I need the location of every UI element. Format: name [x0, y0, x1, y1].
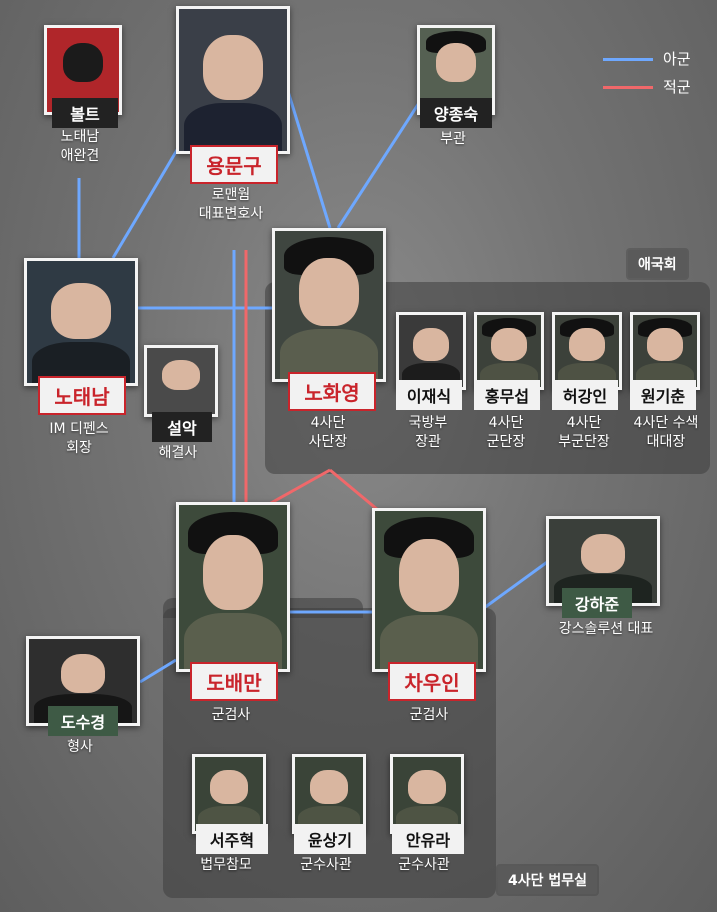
- photo-yunsanggi: [292, 754, 366, 834]
- patriots-group-label: 애국회: [628, 250, 687, 278]
- role-bolt: 노태남 애완견: [60, 129, 100, 164]
- name-yang: 양종숙: [420, 98, 492, 128]
- name-dobaeman: 도배만: [190, 662, 278, 701]
- legal-group-label: 4사단 법무실: [498, 866, 598, 894]
- name-ijaesik: 이재식: [396, 380, 462, 410]
- role-yunsanggi: 군수사관: [300, 857, 352, 873]
- photo-seojuhyeok: [192, 754, 266, 834]
- line-yong-notaenam: [111, 144, 182, 259]
- role-dobaeman: 군검사: [211, 707, 251, 723]
- legend-enemy-line: [603, 86, 653, 89]
- photo-wongichun: [630, 312, 700, 390]
- photo-nohwayoung: [272, 228, 386, 382]
- name-chawooin: 차우인: [388, 662, 476, 701]
- role-kanghajun: 강스솔루션 대표: [558, 621, 654, 637]
- line-nohwayoung-dobaeman: [261, 468, 331, 510]
- name-yunsanggi: 윤상기: [294, 824, 366, 854]
- role-anyura: 군수사관: [398, 857, 450, 873]
- role-ijaesik: 국방부 장관: [408, 415, 448, 450]
- photo-notaenam: [24, 258, 138, 386]
- role-wongichun: 4사단 수색 대대장: [633, 415, 699, 450]
- photo-seolak: [144, 345, 218, 417]
- name-hongmuseop: 홍무섭: [474, 380, 540, 410]
- photo-dobaeman: [176, 502, 290, 672]
- name-notaenam: 노태남: [38, 376, 126, 415]
- role-seojuhyeok: 법무참모: [200, 857, 252, 873]
- name-heogangin: 허강인: [552, 380, 618, 410]
- photo-hongmuseop: [474, 312, 544, 390]
- role-chawooin: 군검사: [409, 707, 449, 723]
- role-yang: 부관: [440, 131, 466, 147]
- name-nohwayoung: 노화영: [288, 372, 376, 411]
- photo-chawooin: [372, 508, 486, 672]
- role-dosugyeong: 형사: [67, 739, 93, 755]
- name-bolt: 볼트: [52, 98, 118, 128]
- role-seolak: 해결사: [158, 445, 198, 461]
- legend-enemy-label: 적군: [663, 78, 691, 96]
- role-notaenam: IM 디펜스 회장: [49, 421, 109, 456]
- photo-ijaesik: [396, 312, 466, 390]
- name-wongichun: 원기춘: [630, 380, 696, 410]
- photo-heogangin: [552, 312, 622, 390]
- line-yang-nohwayoung: [336, 85, 432, 229]
- role-yong: 로맨웜 대표변호사: [198, 187, 264, 222]
- role-nohwayoung: 4사단 사단장: [308, 415, 348, 450]
- name-dosugyeong: 도수경: [48, 706, 118, 736]
- line-yong-nohwayoung: [285, 87, 332, 229]
- name-yong: 용문구: [190, 145, 278, 184]
- name-kanghajun: 강하준: [562, 588, 632, 618]
- name-seojuhyeok: 서주혁: [196, 824, 268, 854]
- name-anyura: 안유라: [392, 824, 464, 854]
- role-heogangin: 4사단 부군단장: [558, 415, 610, 450]
- role-hongmuseop: 4사단 군단장: [486, 415, 526, 450]
- photo-anyura: [390, 754, 464, 834]
- legend-ally-label: 아군: [663, 50, 691, 68]
- legend-ally-line: [603, 58, 653, 61]
- line-chawooin-kanghajun: [483, 558, 551, 610]
- name-seolak: 설악: [152, 412, 212, 442]
- photo-yong: [176, 6, 290, 154]
- line-dobaeman-dosugyeong: [139, 658, 177, 684]
